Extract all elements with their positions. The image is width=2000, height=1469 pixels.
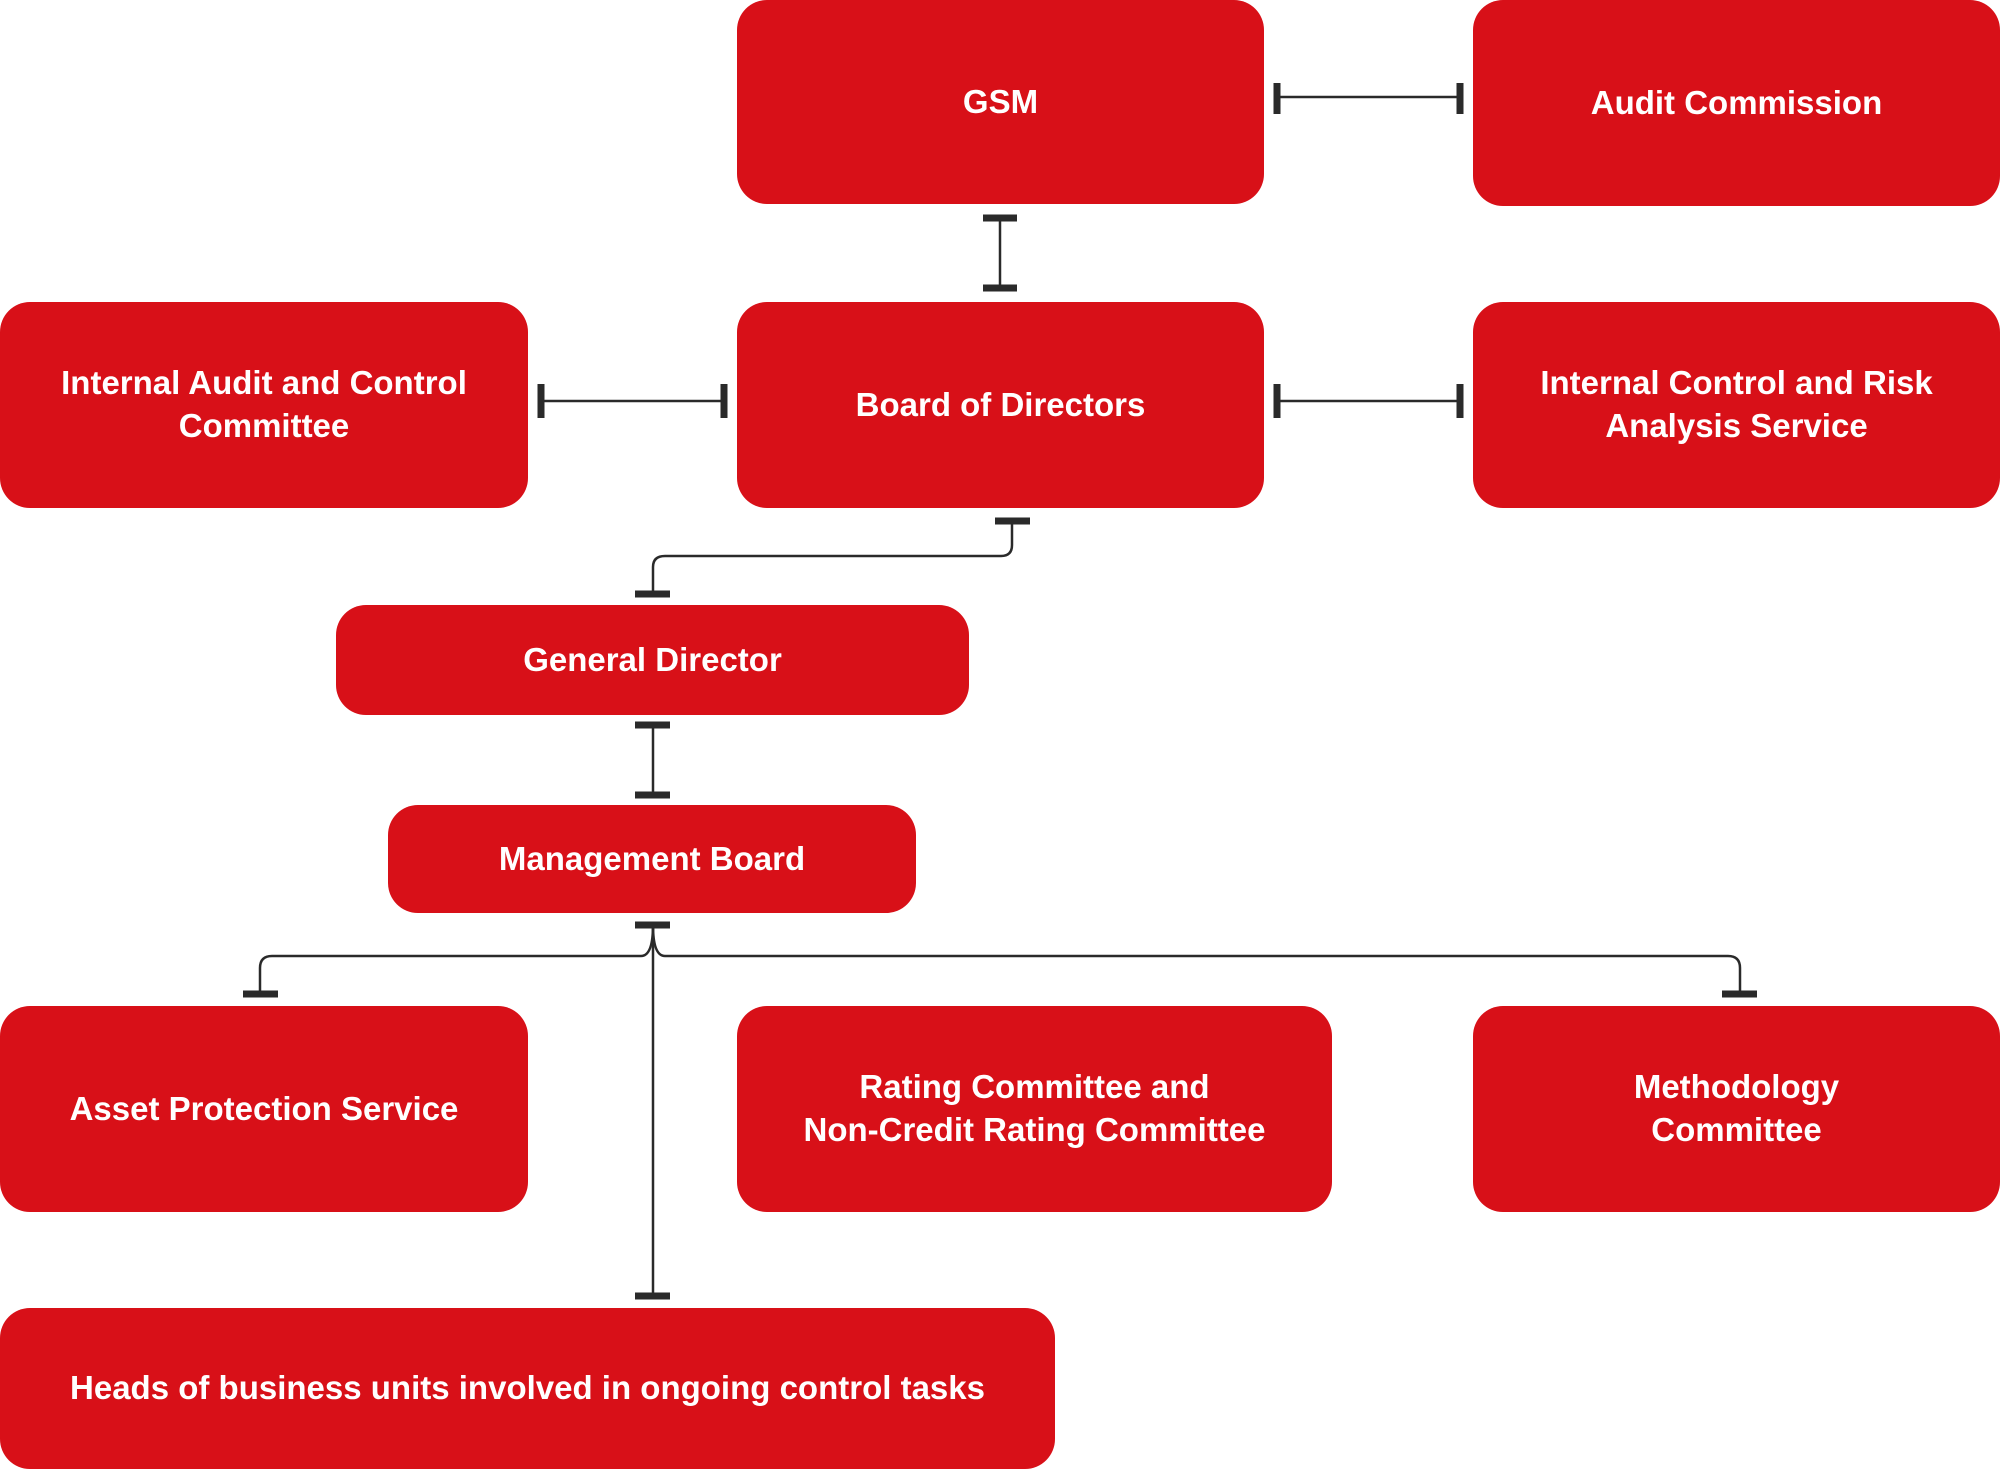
connector-board-general-director: [635, 517, 1030, 598]
general-director-box: General Director: [336, 605, 969, 715]
methodology-committee-label: Methodology Committee: [1633, 1068, 1840, 1148]
connector-general-director-management-board: [635, 721, 670, 799]
general-director-label: General Director: [523, 640, 782, 678]
methodology-committee-box: Methodology Committee: [1473, 1006, 2000, 1212]
connector-management-board-branches: [243, 921, 1757, 1300]
internal-control-service-box: Internal Control and Risk Analysis Servi…: [1473, 302, 2000, 508]
audit-commission-box: Audit Commission: [1473, 0, 2000, 206]
management-board-box: Management Board: [388, 805, 916, 913]
gsm-box: GSM: [737, 0, 1264, 204]
internal-audit-committee-label: Internal Audit and Control Committee: [61, 364, 467, 444]
audit-commission-label: Audit Commission: [1590, 83, 1883, 121]
heads-of-business-units-label: Heads of business units involved in ongo…: [70, 1369, 985, 1407]
connector-board-internal-control: [1273, 384, 1464, 418]
gsm-label: GSM: [962, 82, 1039, 120]
rating-committee-label: Rating Committee and Non-Credit Rating C…: [803, 1068, 1266, 1148]
rating-committee-box: Rating Committee and Non-Credit Rating C…: [737, 1006, 1332, 1212]
internal-audit-committee-box: Internal Audit and Control Committee: [0, 302, 528, 508]
connector-internal-audit-board: [537, 384, 728, 418]
board-of-directors-box: Board of Directors: [737, 302, 1264, 508]
management-board-label: Management Board: [498, 839, 806, 877]
heads-of-business-units-box: Heads of business units involved in ongo…: [0, 1308, 1055, 1469]
internal-control-service-label: Internal Control and Risk Analysis Servi…: [1540, 364, 1933, 444]
board-of-directors-label: Board of Directors: [855, 385, 1146, 423]
connector-gsm-audit-commission: [1273, 83, 1464, 114]
asset-protection-service-label: Asset Protection Service: [69, 1089, 459, 1127]
connector-gsm-board: [983, 214, 1017, 292]
asset-protection-service-box: Asset Protection Service: [0, 1006, 528, 1212]
